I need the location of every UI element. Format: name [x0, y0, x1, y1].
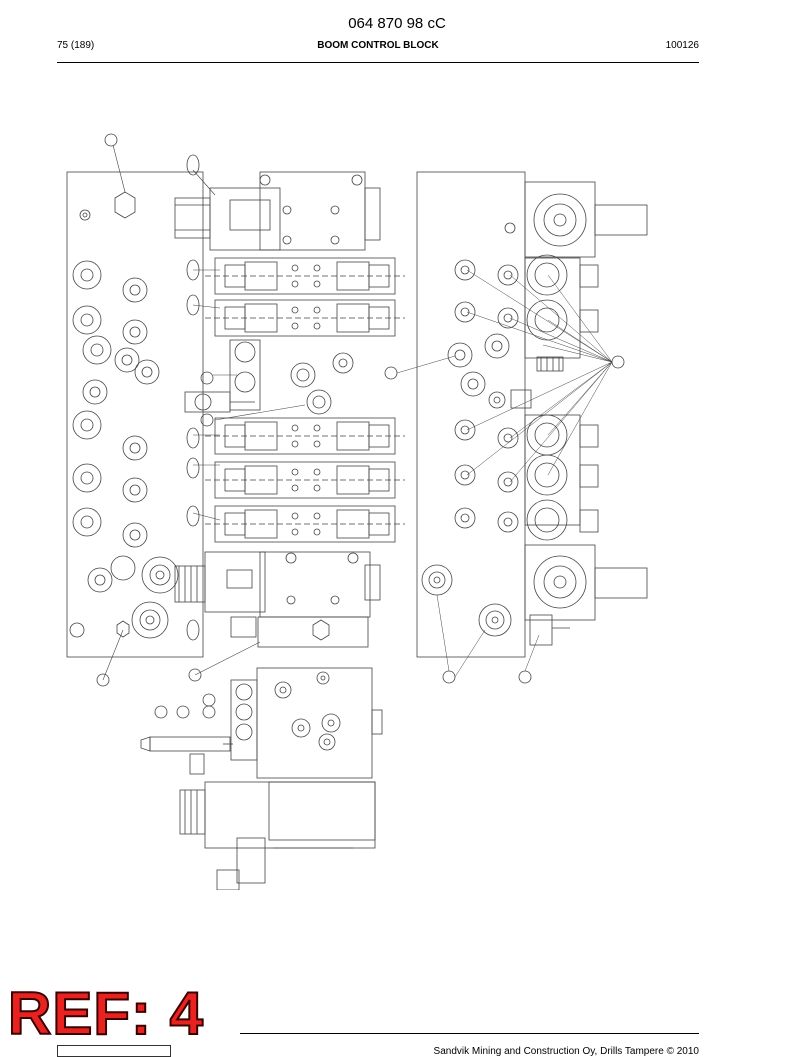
page-title: BOOM CONTROL BLOCK [317, 40, 439, 51]
right-manifold-plate [416, 171, 648, 658]
right-leader-lines [396, 269, 613, 678]
date-code: 100126 [665, 40, 699, 51]
document-number: 064 870 98 cC [348, 15, 446, 32]
footer-divider [240, 1033, 699, 1034]
page-header: 75 (189) BOOM CONTROL BLOCK 100126 [57, 40, 699, 56]
boom-control-block-drawing [66, 133, 648, 890]
left-leader-lines [102, 144, 306, 681]
left-manifold-plate [66, 171, 204, 658]
lower-valve-block [140, 667, 383, 890]
copyright-notice: Sandvik Mining and Construction Oy, Dril… [433, 1046, 699, 1057]
callout-markers [96, 133, 625, 719]
header-divider [57, 62, 699, 63]
ref-stamp: REF: 4 [7, 980, 205, 1047]
center-valve-stack [174, 171, 405, 648]
page-count: 75 (189) [57, 40, 95, 51]
